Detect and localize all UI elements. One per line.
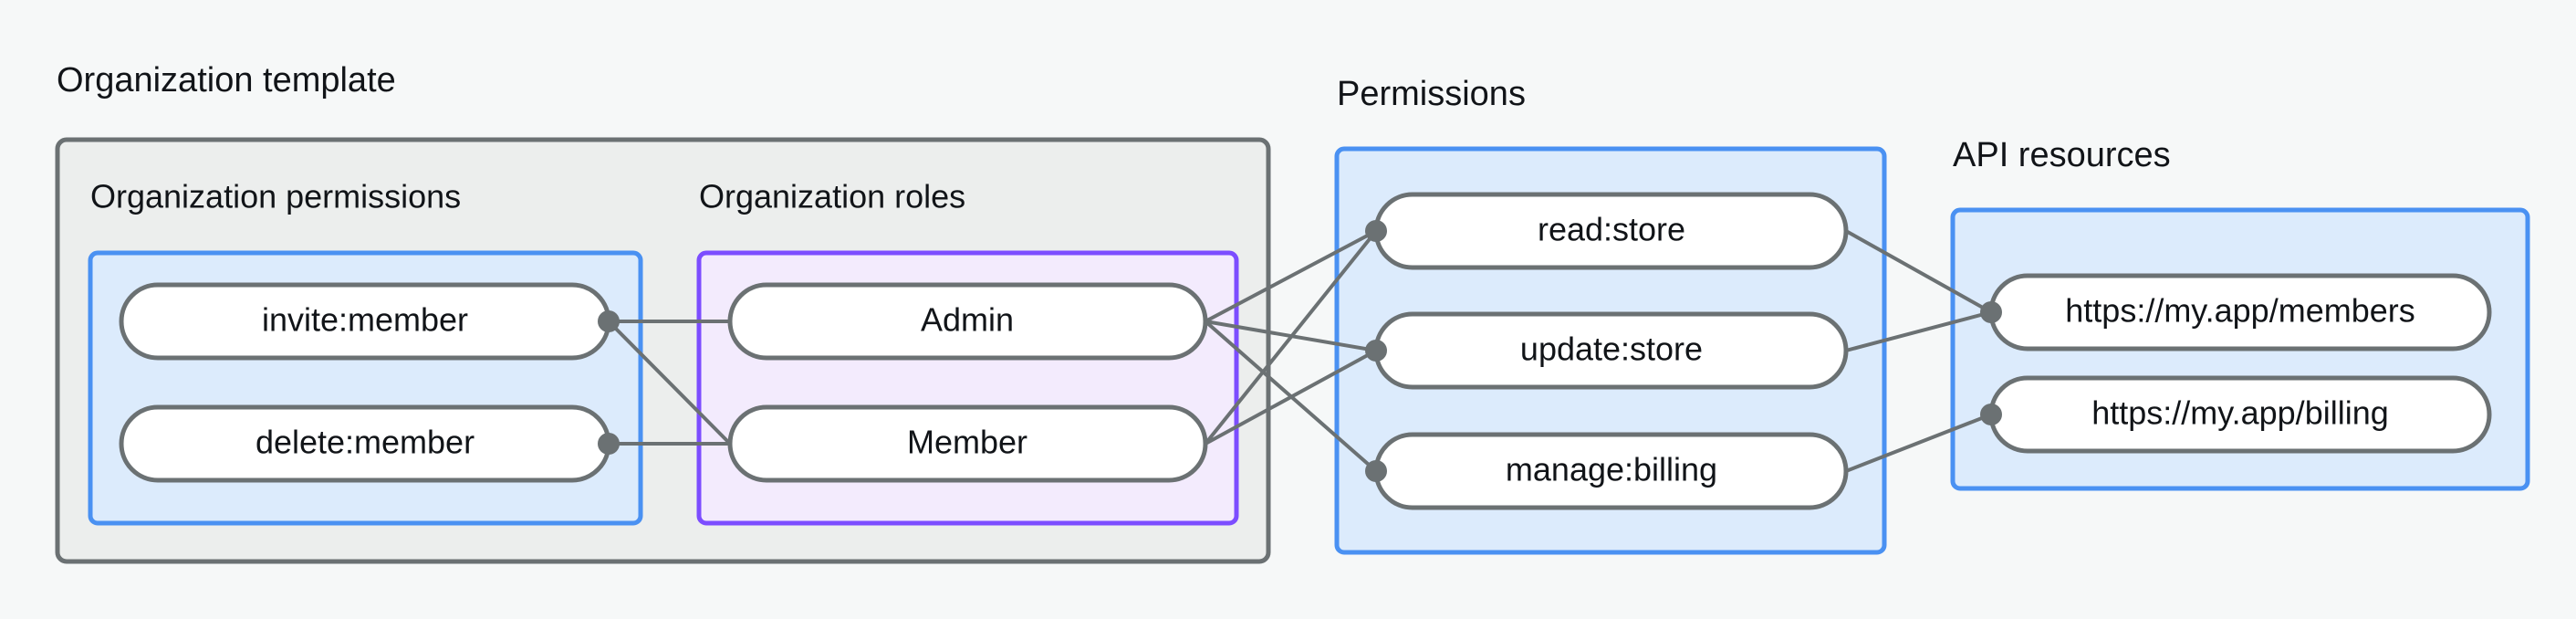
node-delete-member-label: delete:member: [256, 424, 475, 461]
edge-admin-to-read-store: [1205, 229, 1377, 323]
edge-member-to-read-store: [1204, 229, 1378, 446]
edge-invite-member-to-member: [607, 320, 732, 446]
node-admin-label: Admin: [921, 301, 1014, 339]
edge-group: [607, 229, 1992, 473]
node-members-url-label: https://my.app/members: [2065, 292, 2414, 330]
node-member-label: Member: [907, 424, 1027, 461]
anchor-billing-url: [1980, 404, 2002, 425]
organization-template-title: Organization template: [57, 61, 396, 100]
edge-read-store-to-members-url: [1845, 229, 1992, 314]
edge-update-store-to-members-url: [1845, 310, 1992, 352]
node-update-store-label: update:store: [1520, 330, 1703, 368]
node-manage-billing-label: manage:billing: [1506, 451, 1717, 488]
anchor-members-url: [1980, 301, 2002, 323]
anchor-update-store: [1365, 340, 1387, 362]
anchor-manage-billing: [1365, 460, 1387, 482]
anchor-invite-member: [598, 310, 620, 332]
anchor-delete-member: [598, 433, 620, 455]
permissions-title: Permissions: [1337, 75, 1526, 113]
anchor-read-store: [1365, 220, 1387, 242]
node-billing-url-label: https://my.app/billing: [2091, 394, 2389, 432]
organization-roles-title: Organization roles: [699, 178, 965, 215]
organization-permissions-title: Organization permissions: [90, 178, 461, 215]
node-read-store-label: read:store: [1538, 211, 1685, 248]
edge-member-to-update-store: [1205, 349, 1377, 446]
node-invite-member-label: invite:member: [262, 301, 468, 339]
api-resources-title: API resources: [1953, 136, 2171, 174]
edge-anchor-group: [598, 220, 2002, 482]
edge-manage-billing-to-billing-url: [1845, 413, 1992, 473]
